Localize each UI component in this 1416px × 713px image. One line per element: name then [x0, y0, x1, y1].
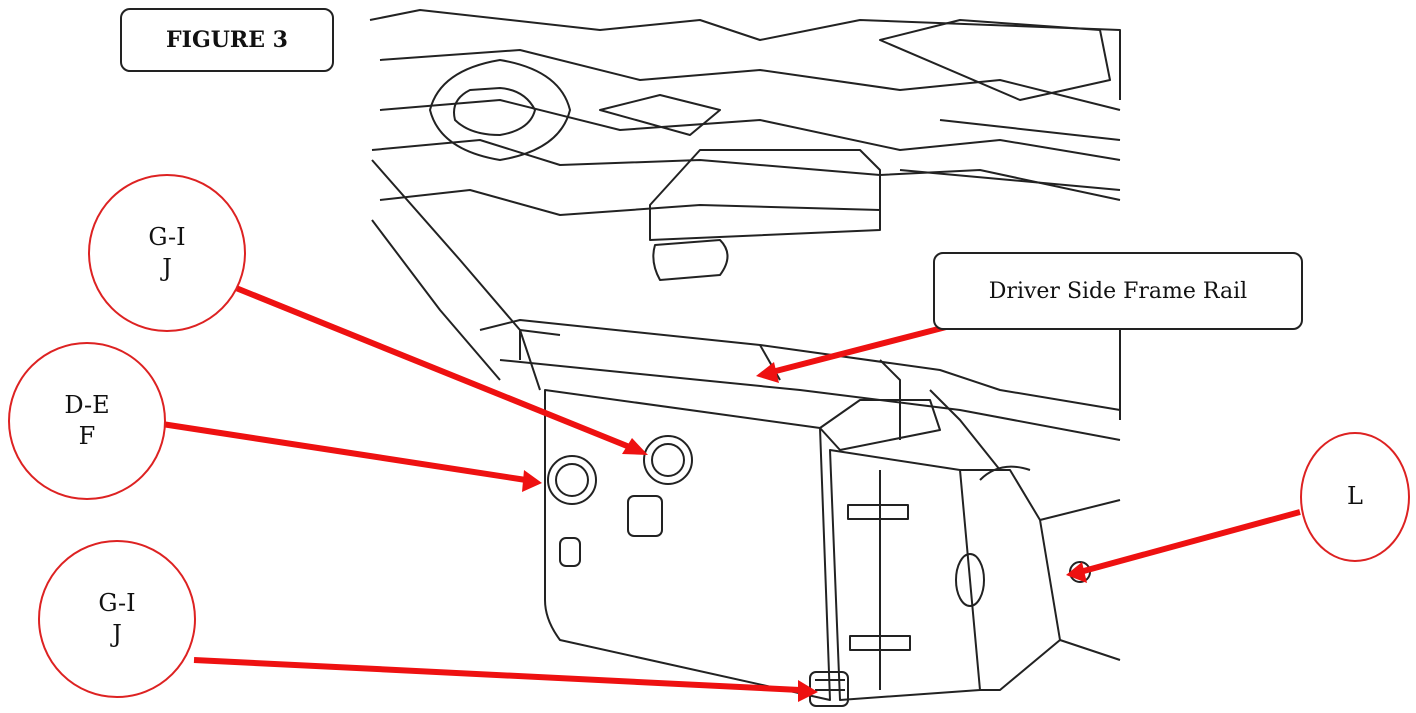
- callout-line2: F: [78, 422, 96, 450]
- arrow-def-head: [522, 470, 542, 492]
- callout-line1: G-I: [98, 588, 136, 617]
- arrow-l: [1079, 509, 1301, 575]
- callout-line2: J: [162, 254, 172, 282]
- callout-circle-l: L: [1300, 432, 1410, 562]
- arrow-gij-upper-head: [622, 438, 648, 455]
- figure-label: FIGURE 3: [120, 8, 334, 72]
- arrow-l-head: [1066, 562, 1087, 583]
- callout-line1: L: [1347, 482, 1363, 511]
- callout-line1: D-E: [64, 390, 110, 419]
- arrow-gij-upper: [234, 285, 634, 451]
- callout-circle-def: D-E F: [8, 342, 166, 500]
- frame-rail-label: Driver Side Frame Rail: [933, 252, 1303, 330]
- arrow-def: [161, 421, 527, 483]
- callout-line1: G-I: [148, 222, 186, 251]
- callout-circle-gij-upper: G-I J: [88, 174, 246, 332]
- arrow-gij-lower-head: [798, 680, 818, 702]
- callout-line2: J: [112, 620, 122, 648]
- callout-circle-gij-lower: G-I J: [38, 540, 196, 698]
- arrow-frame-rail: [771, 323, 951, 375]
- arrow-frame-rail-head: [756, 362, 779, 383]
- arrow-gij-lower: [193, 657, 801, 693]
